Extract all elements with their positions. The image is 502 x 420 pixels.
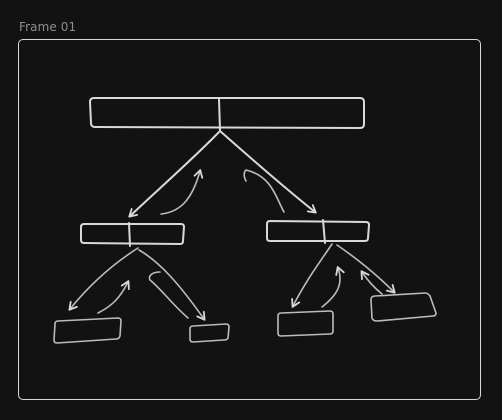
frame-label[interactable]: Frame 01	[19, 20, 77, 34]
back-arrow-right	[243, 169, 285, 213]
leaf-node-4[interactable]	[370, 292, 437, 322]
leaf-node-2[interactable]	[189, 323, 230, 343]
back-arrow-leaf3	[321, 266, 345, 308]
frame-01[interactable]	[18, 39, 481, 400]
edge-right-to-leaf3	[291, 243, 333, 308]
edge-root-to-right	[219, 130, 317, 214]
edge-root-to-left	[128, 130, 221, 218]
root-node[interactable]	[89, 97, 365, 131]
leaf-node-1[interactable]	[53, 317, 122, 344]
right-child-node[interactable]	[266, 219, 370, 244]
edge-right-to-leaf4	[336, 244, 396, 294]
back-arrow-left	[160, 169, 204, 215]
back-arrow-leaf1	[97, 280, 130, 314]
back-arrow-leaf2	[148, 271, 189, 319]
edge-left-to-leaf2	[138, 249, 206, 321]
edge-left-to-leaf1	[68, 247, 139, 311]
leaf-node-3[interactable]	[277, 310, 334, 337]
left-child-node[interactable]	[80, 222, 185, 247]
back-arrow-leaf4	[360, 270, 383, 295]
